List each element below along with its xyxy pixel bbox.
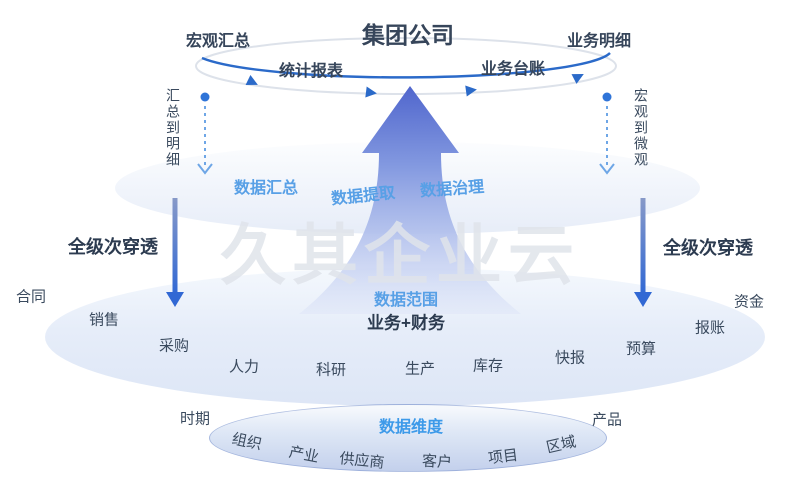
scope-item-production: 生产 [404, 360, 436, 378]
top-loop-flow-arc [201, 52, 611, 79]
dim-item-period: 时期 [179, 410, 211, 428]
macro-to-micro-label: 宏观到微观 [633, 88, 649, 168]
summary-to-detail-label: 汇总到明细 [165, 88, 181, 168]
dimension-layer-ellipse [209, 404, 607, 472]
scope-item-inventory: 库存 [472, 357, 504, 375]
left-penetration-label: 全级次穿透 [68, 237, 158, 257]
right-penetration-arrow [634, 198, 652, 307]
data-dimension-title: 数据维度 [378, 419, 444, 436]
statistical-report-label: 统计报表 [278, 63, 344, 80]
left-dotted-arrow [197, 92, 213, 175]
scope-item-hr: 人力 [228, 358, 260, 376]
scope-item-sales: 销售 [88, 311, 120, 329]
business-finance-label: 业务+财务 [367, 313, 445, 333]
right-dotted-arrow [599, 92, 615, 175]
scope-item-funds: 资金 [733, 293, 765, 311]
scope-item-budget: 预算 [625, 340, 657, 358]
dim-item-customer: 客户 [421, 452, 453, 472]
scope-item-research: 科研 [315, 361, 347, 379]
scope-item-reimbursement: 报账 [694, 319, 726, 337]
page-title: 集团公司 [362, 22, 454, 48]
business-ledger-label: 业务台账 [480, 61, 546, 78]
scope-item-procurement: 采购 [158, 337, 190, 355]
scope-item-flash-report: 快报 [554, 349, 586, 367]
data-summary-label: 数据汇总 [233, 180, 299, 197]
scope-item-contract: 合同 [15, 288, 47, 306]
data-scope-title: 数据范围 [373, 292, 439, 309]
watermark-logo: 久其企业云 [220, 218, 580, 292]
flow-arrowheads [245, 74, 584, 98]
macro-summary-label: 宏观汇总 [185, 33, 251, 50]
business-detail-label: 业务明细 [566, 33, 632, 50]
data-governance-label: 数据治理 [419, 178, 485, 201]
dim-item-project: 项目 [487, 446, 520, 468]
big-up-arrow [299, 86, 521, 314]
right-penetration-label: 全级次穿透 [663, 238, 753, 258]
left-penetration-arrow [166, 198, 184, 307]
dim-item-product: 产品 [591, 411, 623, 429]
